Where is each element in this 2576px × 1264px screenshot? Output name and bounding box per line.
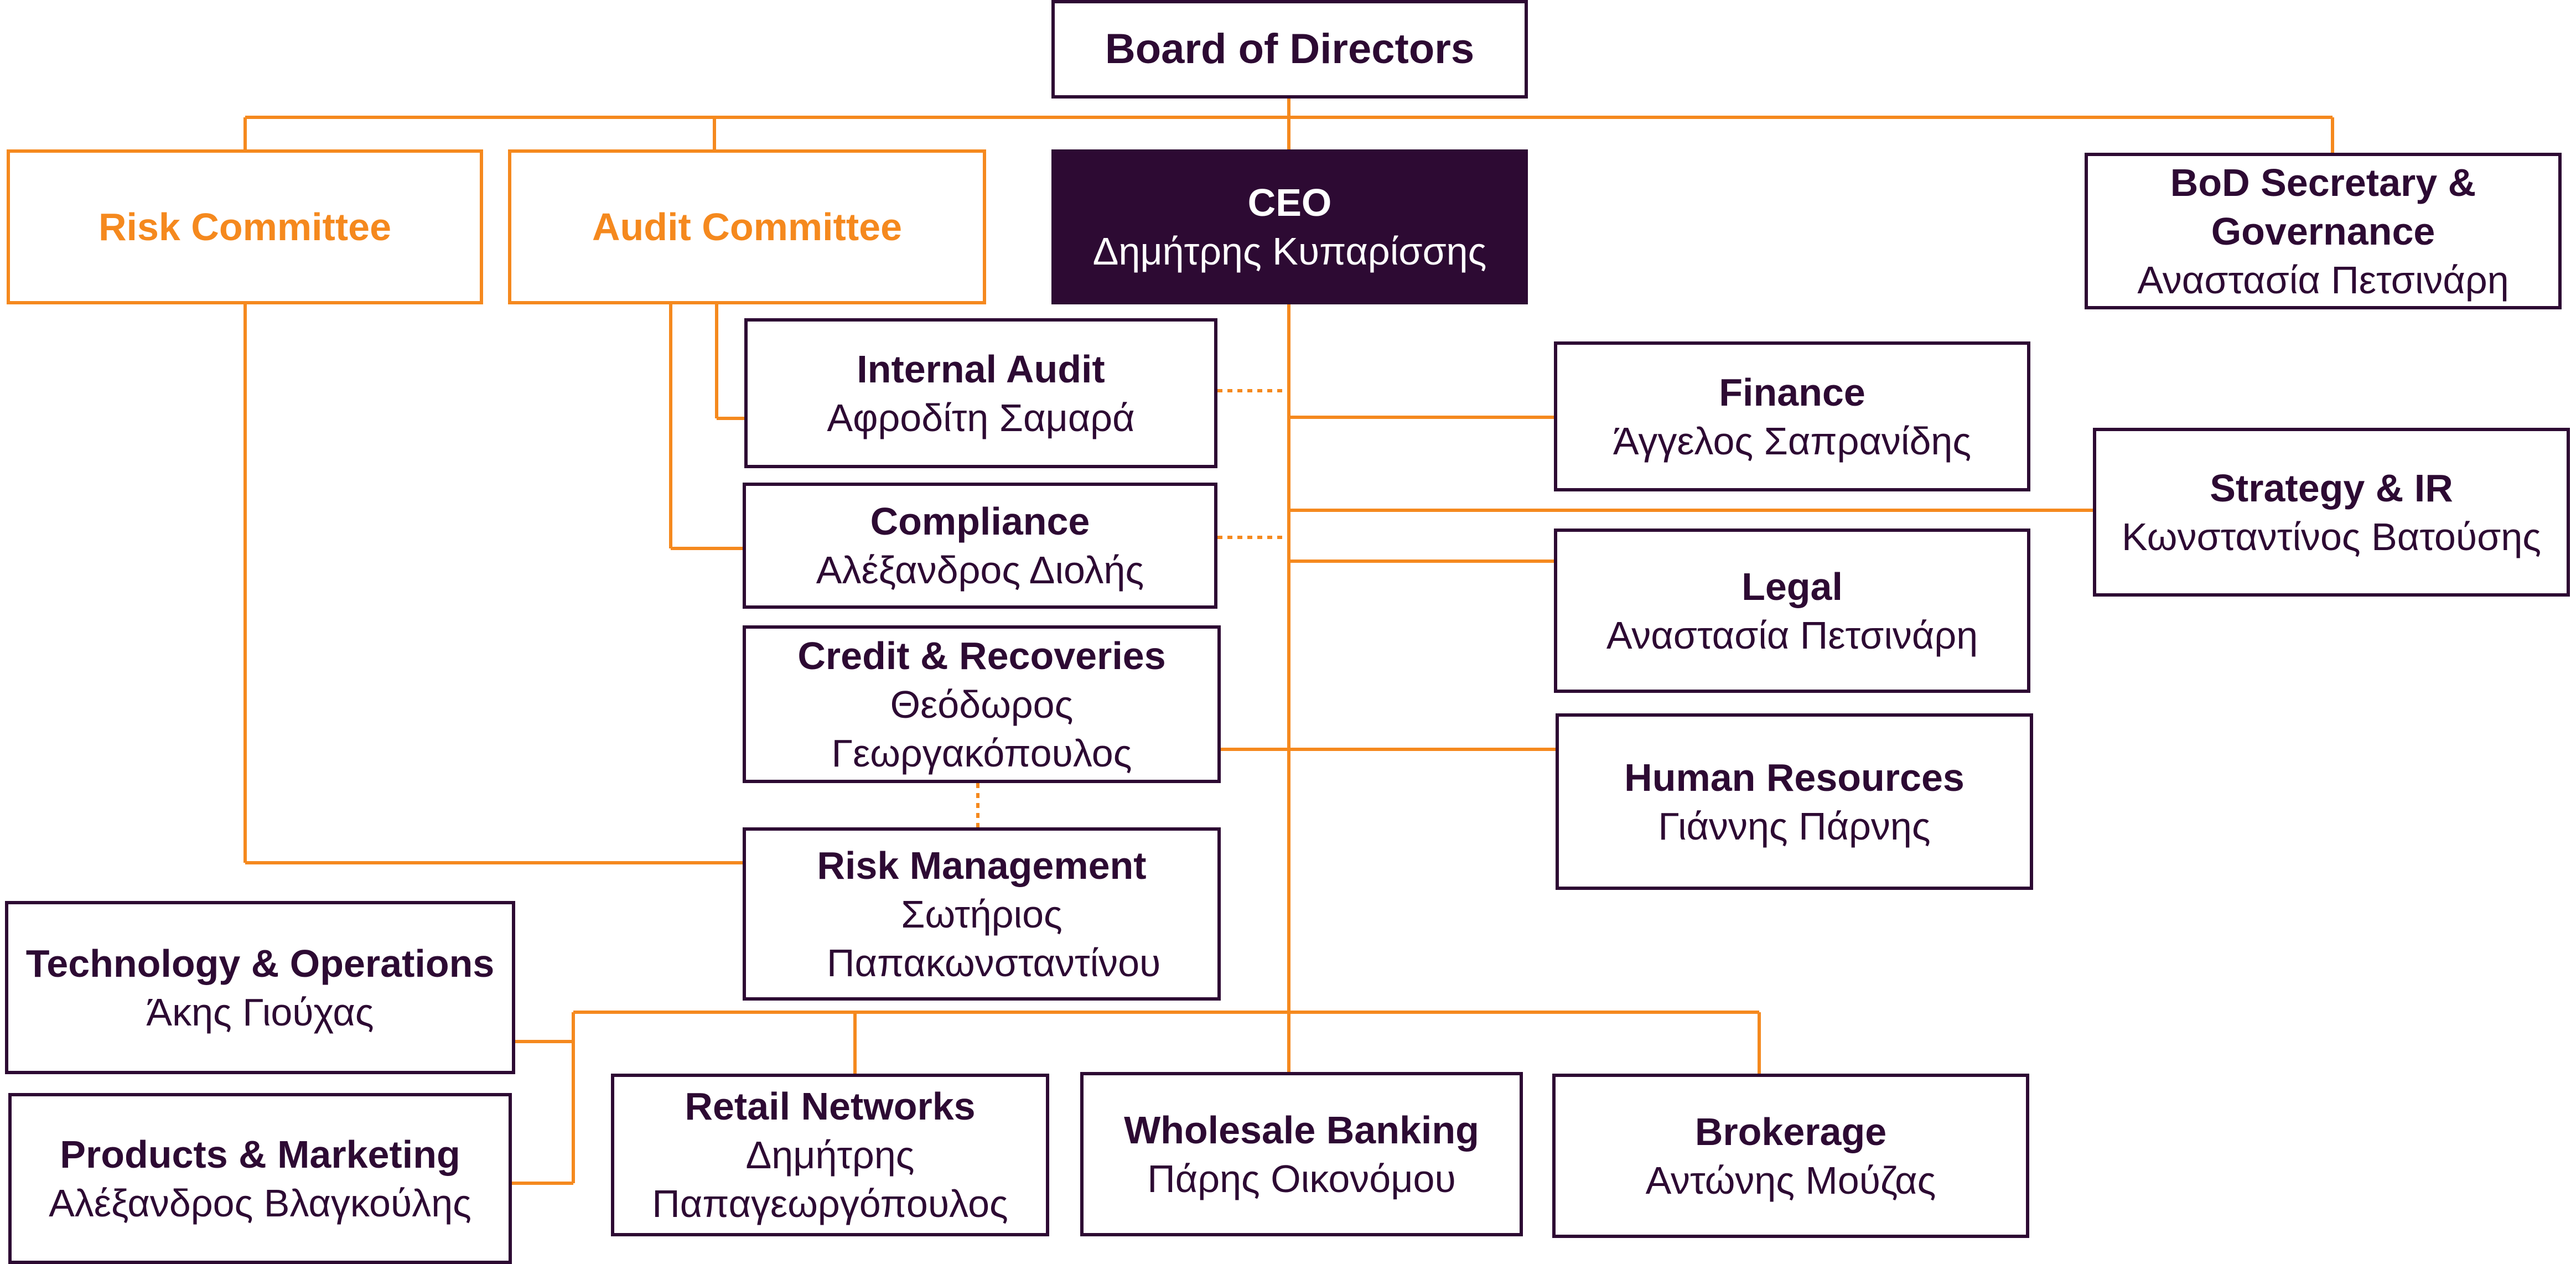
human-resources-box: Human Resources Γιάννης Πάρνης	[1556, 713, 2033, 890]
human-resources-name: Γιάννης Πάρνης	[1658, 804, 1931, 848]
retail-networks-box: Retail Networks Δημήτρης Παπαγεωργόπουλο…	[611, 1074, 1049, 1236]
legal-name: Αναστασία Πετσινάρη	[1606, 613, 1978, 657]
ceo-name: Δημήτρης Κυπαρίσσης	[1092, 230, 1487, 273]
products-marketing-name: Αλέξανδρος Βλαγκούλης	[49, 1181, 471, 1225]
strategy-ir-box: Strategy & IR Κωνσταντίνος Βατούσης	[2093, 428, 2570, 597]
brokerage-title: Brokerage	[1694, 1110, 1887, 1153]
bod-secretary-title: BoD Secretary & Governance	[2170, 160, 2476, 253]
products-marketing-box: Products & Marketing Αλέξανδρος Βλαγκούλ…	[8, 1093, 512, 1264]
brokerage-name: Αντώνης Μούζας	[1645, 1158, 1936, 1202]
compliance-box: Compliance Αλέξανδρος Διολής	[743, 483, 1217, 609]
board-of-directors-box: Board of Directors	[1051, 0, 1528, 99]
technology-operations-box: Technology & Operations Άκης Γιούχας	[5, 901, 515, 1074]
human-resources-title: Human Resources	[1624, 755, 1965, 799]
ceo-box: CEO Δημήτρης Κυπαρίσσης	[1051, 149, 1528, 304]
finance-name: Άγγελος Σαπρανίδης	[1613, 419, 1972, 463]
finance-box: Finance Άγγελος Σαπρανίδης	[1554, 341, 2030, 491]
risk-committee-box: Risk Committee	[7, 149, 483, 304]
retail-networks-title: Retail Networks	[685, 1085, 976, 1128]
ceo-title: CEO	[1247, 181, 1332, 224]
wholesale-banking-title: Wholesale Banking	[1124, 1108, 1479, 1152]
products-marketing-title: Products & Marketing	[60, 1132, 460, 1176]
finance-title: Finance	[1719, 370, 1865, 414]
wholesale-banking-box: Wholesale Banking Πάρης Οικονόμου	[1080, 1072, 1523, 1236]
credit-recoveries-name: Θεόδωρος Γεωργακόπουλος	[831, 682, 1132, 775]
internal-audit-title: Internal Audit	[857, 347, 1105, 391]
retail-networks-name: Δημήτρης Παπαγεωργόπουλος	[652, 1133, 1008, 1225]
audit-committee-box: Audit Committee	[508, 149, 986, 304]
brokerage-box: Brokerage Αντώνης Μούζας	[1552, 1074, 2029, 1238]
audit-committee-title: Audit Committee	[592, 205, 902, 248]
technology-operations-title: Technology & Operations	[25, 941, 495, 985]
strategy-ir-title: Strategy & IR	[2210, 466, 2453, 510]
bod-secretary-box: BoD Secretary & Governance Αναστασία Πετ…	[2085, 153, 2562, 309]
internal-audit-box: Internal Audit Αφροδίτη Σαμαρά	[744, 318, 1217, 468]
wholesale-banking-name: Πάρης Οικονόμου	[1147, 1157, 1456, 1200]
board-title: Board of Directors	[1105, 25, 1475, 72]
risk-management-name: Σωτήριος Παπακωνσταντίνου	[827, 892, 1161, 985]
credit-recoveries-title: Credit & Recoveries	[797, 634, 1166, 677]
bod-secretary-name: Αναστασία Πετσινάρη	[2137, 258, 2509, 302]
legal-box: Legal Αναστασία Πετσινάρη	[1554, 529, 2030, 693]
technology-operations-name: Άκης Γιούχας	[146, 990, 374, 1034]
strategy-ir-name: Κωνσταντίνος Βατούσης	[2121, 515, 2542, 558]
compliance-title: Compliance	[870, 500, 1090, 543]
risk-management-title: Risk Management	[817, 843, 1147, 887]
credit-recoveries-box: Credit & Recoveries Θεόδωρος Γεωργακόπου…	[743, 625, 1221, 783]
risk-management-box: Risk Management Σωτήριος Παπακωνσταντίνο…	[743, 827, 1221, 1001]
internal-audit-name: Αφροδίτη Σαμαρά	[827, 396, 1135, 439]
risk-committee-title: Risk Committee	[98, 205, 392, 248]
legal-title: Legal	[1741, 564, 1843, 608]
compliance-name: Αλέξανδρος Διολής	[816, 548, 1144, 592]
